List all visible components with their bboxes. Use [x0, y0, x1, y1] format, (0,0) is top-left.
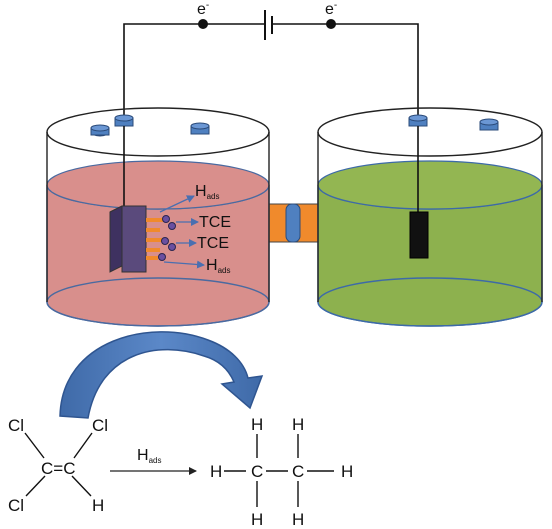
reactant-center: C=C: [41, 459, 75, 478]
reactant-h-bottom-right: H: [92, 496, 104, 515]
product-c-2: C: [292, 462, 304, 481]
electron-dot-right: [326, 19, 336, 29]
product-h-left: H: [210, 462, 222, 481]
reaction-arrow: Hads: [110, 447, 197, 475]
product-h-top-1: H: [251, 415, 263, 434]
reactant-cl-bottom-left: Cl: [8, 496, 24, 515]
cathode-electrode: [109, 195, 205, 273]
anode-electrode: [409, 211, 429, 259]
product-ethane-structure: H H H C C H H H: [210, 415, 353, 529]
reactant-cl-top-left: Cl: [8, 416, 24, 435]
adsorbed-molecules: [146, 215, 176, 261]
product-h-right: H: [341, 462, 353, 481]
cathode-solution-surface: [46, 160, 270, 210]
label-tce-2: TCE: [197, 235, 229, 252]
right-wire: [272, 23, 419, 120]
reactant-cl-top-right: Cl: [92, 416, 108, 435]
curved-transition-arrow: [59, 331, 264, 419]
external-circuit: e- e-: [123, 0, 419, 120]
arrow-to-hads-top: [159, 195, 195, 213]
left-wire: [123, 23, 265, 120]
label-hads-bottom: Hads: [206, 257, 230, 275]
anode-cell-top-rim: [317, 107, 543, 157]
product-h-bottom-1: H: [251, 510, 263, 529]
product-h-bottom-2: H: [292, 510, 304, 529]
electron-label-left: e-: [197, 0, 209, 18]
label-tce-1: TCE: [199, 214, 231, 231]
label-hads-top: Hads: [195, 183, 219, 201]
arrow-to-hads-bottom: [163, 260, 205, 269]
anode-cell: [317, 107, 543, 327]
salt-bridge: [265, 203, 321, 243]
reaction-arrow-label: Hads: [137, 447, 161, 465]
product-c-1: C: [251, 462, 263, 481]
reactant-tce-structure: Cl Cl C=C Cl H: [8, 416, 108, 515]
cathode-cell: [46, 107, 270, 327]
cathode-cell-top-rim: [46, 107, 270, 157]
electron-dot-left: [198, 19, 208, 29]
product-h-top-2: H: [292, 415, 304, 434]
anode-solution-surface: [317, 160, 543, 210]
electron-label-right: e-: [325, 0, 337, 18]
